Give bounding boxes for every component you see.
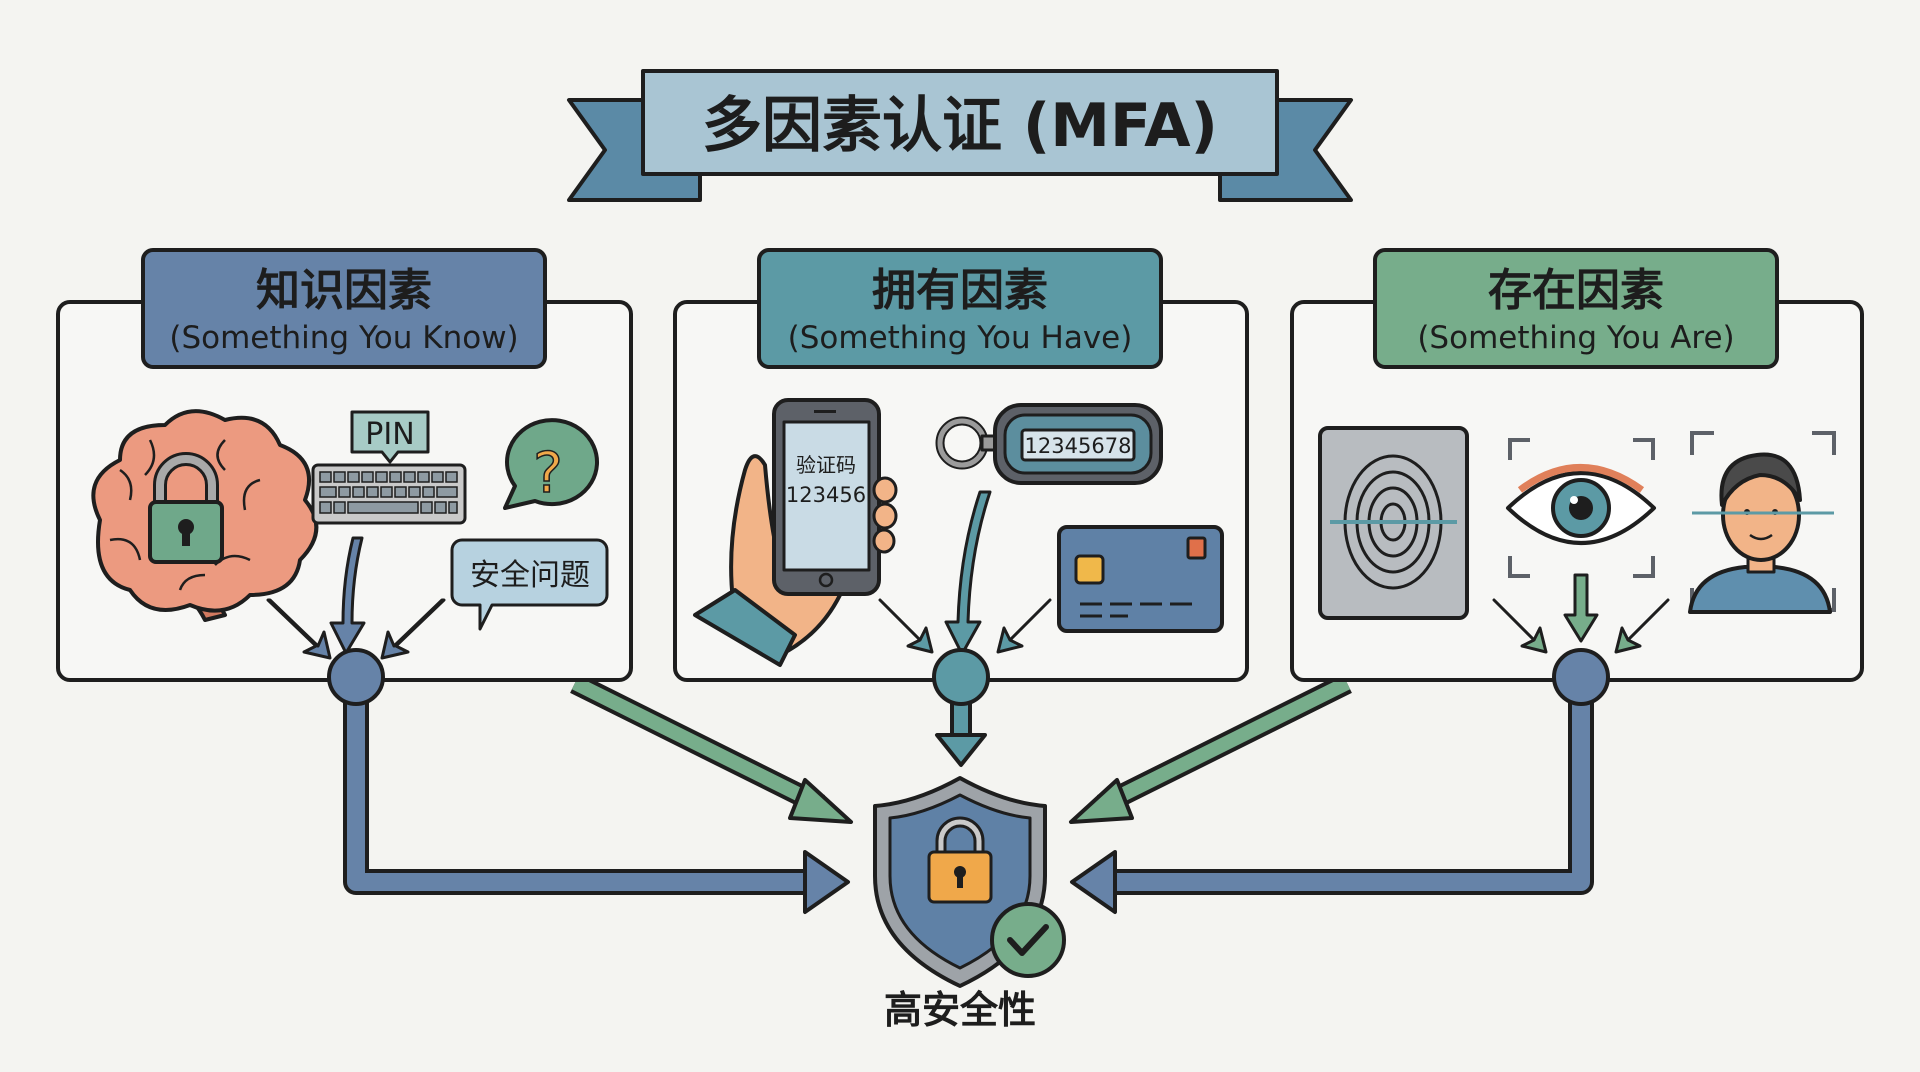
- knowledge-to-shield-arrow: [347, 690, 810, 891]
- possession-node: [932, 648, 990, 706]
- knowledge-input-arrows: [266, 536, 446, 660]
- inherence-to-shield-arrow: [1110, 690, 1590, 891]
- possession-input-arrows: [878, 490, 1052, 656]
- factor-subtitle: (Something You Have): [788, 320, 1133, 356]
- pin-label: PIN: [365, 417, 414, 452]
- eye-scan-icon: [1506, 438, 1656, 578]
- factor-title: 拥有因素: [872, 265, 1048, 316]
- question-bubble-icon: ?: [503, 418, 600, 510]
- phone-code-label: 验证码: [796, 453, 856, 477]
- factor-header: [757, 248, 1163, 369]
- diagonal-right-arrow: [1098, 676, 1351, 812]
- phone-in-hand-icon: 验证码 123456: [693, 398, 898, 667]
- factor-inherence: 存在因素 (Something You Are): [1290, 248, 1864, 706]
- check-badge: [990, 902, 1066, 978]
- factor-title: 知识因素: [256, 265, 432, 316]
- diagonal-left-arrow: [571, 676, 824, 812]
- factor-knowledge: 知识因素 (Something You Know) PIN: [56, 248, 633, 706]
- flow-arrows: [343, 673, 1594, 914]
- factor-header: [141, 248, 547, 369]
- phone-code: 123456: [786, 483, 866, 507]
- security-question-label: 安全问题: [470, 558, 590, 593]
- inherence-input-arrows: [1492, 573, 1670, 654]
- banner-body: [641, 69, 1279, 176]
- hardware-token-icon: 12345678: [935, 403, 1163, 485]
- factor-subtitle: (Something You Know): [169, 320, 518, 356]
- question-mark: ?: [533, 441, 563, 506]
- pin-bubble: PIN: [350, 410, 430, 464]
- knowledge-node: [327, 648, 385, 706]
- fingerprint-icon: [1318, 426, 1469, 620]
- keyboard-icon: [311, 463, 467, 525]
- token-code: 12345678: [1025, 434, 1132, 458]
- factor-title: 存在因素: [1488, 265, 1664, 316]
- title-banner: 多因素认证 (MFA): [567, 69, 1353, 202]
- result-label: 高安全性: [884, 988, 1036, 1032]
- page-title: 多因素认证 (MFA): [702, 91, 1218, 161]
- factor-subtitle: (Something You Are): [1417, 320, 1734, 356]
- face-scan-icon: [1688, 431, 1836, 614]
- brain-with-lock-icon: [91, 409, 319, 622]
- check-icon: [1007, 924, 1049, 956]
- smart-card-icon: [1057, 525, 1224, 633]
- security-question-bubble: 安全问题: [450, 538, 609, 631]
- factor-header: [1373, 248, 1779, 369]
- inherence-node: [1552, 648, 1610, 706]
- factor-possession: 拥有因素 (Something You Have) 验证码 123456 123…: [673, 248, 1249, 706]
- shield-lock-check-icon: [873, 776, 1066, 988]
